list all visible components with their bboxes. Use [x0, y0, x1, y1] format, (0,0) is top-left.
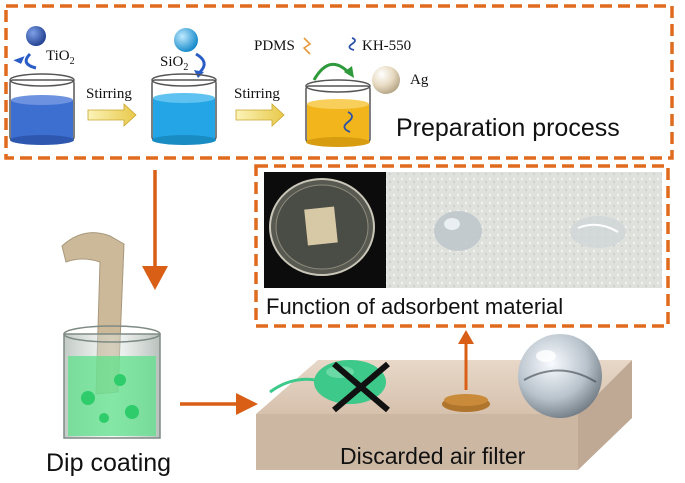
function-of-adsorbent-material-label: Function of adsorbent material [266, 294, 563, 319]
sio2-curved-arrow [195, 52, 206, 74]
sio2-subscript: 2 [183, 62, 188, 73]
beaker-3 [305, 79, 371, 147]
pdms-squiggle-icon [302, 37, 312, 55]
stirring-label-1: Stirring [86, 86, 132, 102]
brown-droplet-icon [442, 394, 490, 412]
tio2-curved-arrow [24, 52, 37, 70]
stirring-label-2: Stirring [234, 86, 280, 102]
pdms-label: PDMS [254, 38, 295, 54]
dip-coating-beaker [61, 232, 161, 439]
preparation-process-border [4, 4, 674, 160]
sio2-label: SiO [160, 54, 184, 70]
discarded-air-filter-label: Discarded air filter [340, 443, 526, 469]
beaker-2 [151, 73, 217, 145]
stirring-arrow-2 [235, 103, 285, 127]
water-sphere-icon [518, 334, 602, 418]
water-droplet-photo-2 [524, 172, 662, 288]
tio2-sphere [26, 26, 46, 46]
svg-text:SiO2: SiO2 [160, 54, 188, 73]
kh550-squiggle-icon [348, 37, 356, 51]
cross-icon [332, 361, 390, 413]
stirring-arrow-1 [87, 103, 137, 127]
tio2-label: TiO [46, 48, 70, 64]
water-droplet-photo-1 [386, 172, 524, 288]
preparation-process-label: Preparation process [396, 114, 620, 142]
tio2-subscript: 2 [70, 56, 75, 67]
ag-sphere [372, 66, 400, 94]
dip-coating-label: Dip coating [46, 449, 171, 477]
petri-dish-photo [264, 172, 386, 288]
kh550-label: KH-550 [362, 38, 411, 54]
sio2-sphere [174, 28, 198, 52]
ag-label: Ag [410, 72, 429, 88]
beaker-1 [9, 73, 75, 145]
svg-text:TiO2: TiO2 [46, 48, 75, 67]
function-box-border [254, 164, 670, 328]
